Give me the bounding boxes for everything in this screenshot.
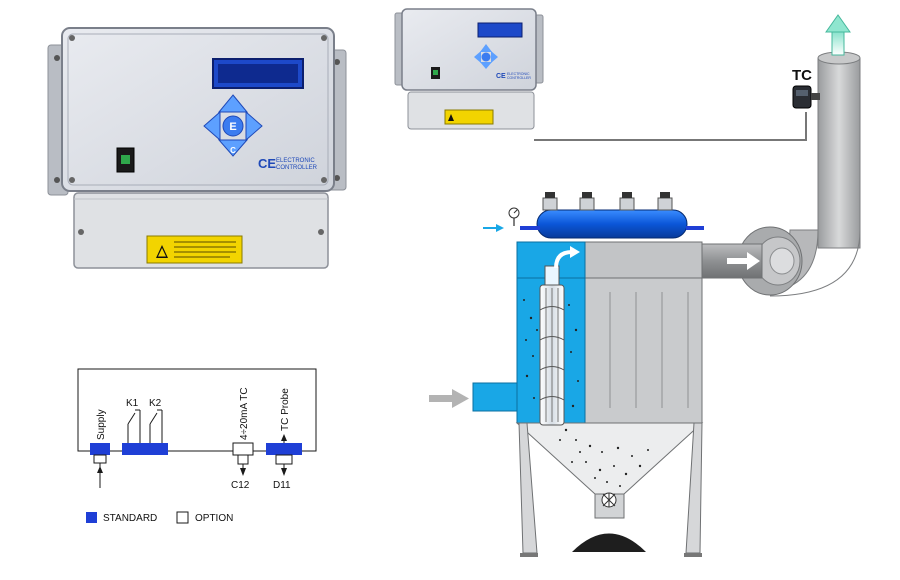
- small-display-screen: [477, 22, 523, 38]
- keypad-enter-button[interactable]: [222, 115, 244, 137]
- legend-standard-swatch: [86, 512, 97, 523]
- legend-option-label: OPTION: [195, 513, 233, 524]
- outlet-flow-arrow: [727, 252, 760, 270]
- tc-probe-label: TC Probe: [280, 388, 291, 431]
- small-ce-mark: CE: [496, 73, 506, 80]
- controller-large: E C CE ELECTRONIC CONTROLLER: [47, 27, 347, 269]
- controller-small: CE ELECTRONIC CONTROLLER: [394, 8, 544, 130]
- solenoid-valves: [542, 192, 673, 211]
- keypad-up-button[interactable]: [217, 94, 249, 113]
- dust-particles: [523, 299, 649, 487]
- keypad-down-button[interactable]: [217, 139, 249, 157]
- pulse-air-arrow: [554, 250, 573, 269]
- keypad-bottom-label: C: [230, 146, 236, 155]
- relay-k2-label: K2: [149, 398, 162, 409]
- legend: STANDARD OPTION: [86, 511, 233, 524]
- legend-standard-label: STANDARD: [103, 513, 157, 524]
- tc-probe-terminal: [266, 443, 302, 455]
- tc-label: TC: [792, 67, 812, 84]
- air-inlet-arrow: [483, 224, 504, 232]
- tc-sensor: TC: [792, 67, 820, 109]
- supply-label: Supply: [96, 409, 107, 440]
- keypad-left-button[interactable]: [203, 110, 221, 142]
- filter-bag: [539, 265, 565, 426]
- relay-terminal: [122, 443, 168, 455]
- exhaust-arrow: [825, 14, 851, 56]
- wiring-schematic: K1 K2 C12 D11 Supply 4÷20mA TC TC Probe: [77, 368, 317, 491]
- small-brand-line1: ELECTRONIC: [507, 72, 530, 76]
- analog-output-label: 4÷20mA TC: [239, 387, 250, 440]
- air-manifold: [508, 192, 704, 239]
- d11-label: D11: [273, 480, 291, 491]
- keypad[interactable]: E C: [203, 94, 263, 157]
- dust-pile: [572, 533, 646, 552]
- small-brand-line2: CONTROLLER: [507, 76, 531, 80]
- warning-label: [146, 235, 243, 264]
- ce-mark: CE: [258, 156, 276, 171]
- inlet-duct: [429, 382, 518, 412]
- signal-cable: [534, 112, 807, 141]
- relay-k1-label: K1: [126, 398, 139, 409]
- keypad-center-label: E: [229, 121, 236, 133]
- legend-option-swatch: [176, 511, 189, 524]
- keypad-right-button[interactable]: [245, 110, 263, 142]
- brand-line2: CONTROLLER: [276, 165, 318, 171]
- analog-output-terminal: [232, 442, 254, 456]
- c12-label: C12: [231, 480, 250, 491]
- supply-terminal: [90, 443, 110, 455]
- brand-line1: ELECTRONIC: [276, 158, 315, 164]
